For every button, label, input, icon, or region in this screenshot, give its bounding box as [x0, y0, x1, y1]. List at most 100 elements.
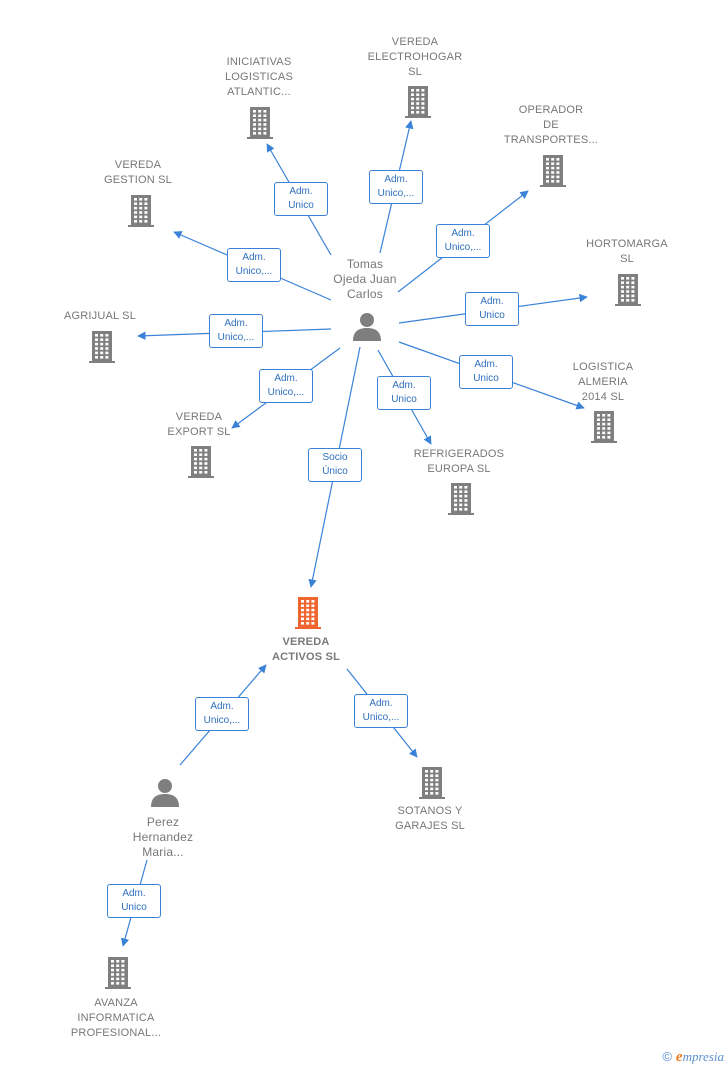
- edge-label-tomas-to-iniciativas[interactable]: Adm. Unico: [274, 182, 328, 216]
- node-perez[interactable]: [147, 775, 183, 811]
- node-label-line: ELECTROHOGAR: [367, 51, 463, 63]
- node-label-export[interactable]: VEREDA EXPORT SL: [124, 410, 274, 440]
- node-label-line: OPERADOR: [518, 104, 584, 116]
- edge-label-perez-to-avanza[interactable]: Adm.Unico: [107, 884, 161, 918]
- edge-label-vereda-activos-to-sotanos[interactable]: Adm.Unico,...: [354, 694, 408, 728]
- edge-label-tomas-to-refrigerados[interactable]: Adm.Unico: [377, 376, 431, 410]
- node-label-line: VEREDA: [175, 411, 223, 423]
- brand-initial: e: [675, 1049, 683, 1065]
- node-label-agrijual[interactable]: AGRIJUAL SL: [25, 309, 175, 324]
- edge-label-line: Unico: [473, 373, 499, 384]
- edge-label-line: Unico,...: [203, 715, 241, 726]
- edge-label-tomas-to-logistica[interactable]: Adm. Unico: [459, 355, 513, 389]
- edge-label-line: Unico: [288, 200, 314, 211]
- node-label-line: GARAJES SL: [395, 820, 465, 832]
- edge-label-line: Unico,...: [362, 712, 400, 723]
- node-label-refrigerados[interactable]: REFRIGERADOS EUROPA SL: [384, 447, 534, 477]
- person-icon: [353, 313, 381, 341]
- edge-label-tomas-to-gestion[interactable]: Adm.Unico,...: [227, 248, 281, 282]
- edge-label-line: Adm.: [224, 318, 248, 329]
- person-icon: [151, 779, 179, 807]
- edge-label-line: Único: [322, 466, 348, 477]
- empresia-watermark: ©empresia: [662, 1049, 724, 1066]
- edge-label-line: Adm.: [289, 186, 313, 197]
- node-iniciativas[interactable]: [242, 104, 278, 140]
- node-electrohogar[interactable]: [400, 83, 436, 119]
- node-label-line: EXPORT SL: [167, 426, 231, 438]
- node-hortomarga[interactable]: [610, 271, 646, 307]
- node-operador[interactable]: [535, 152, 571, 188]
- edge-label-perez-to-vereda-activos[interactable]: Adm.Unico,...: [195, 697, 249, 731]
- edge-label-tomas-to-hortomarga[interactable]: Adm. Unico: [465, 292, 519, 326]
- node-label-line: SOTANOS Y: [397, 805, 463, 817]
- building-icon: [448, 483, 474, 515]
- node-label-line: REFRIGERADOS: [413, 448, 505, 460]
- node-gestion[interactable]: [123, 192, 159, 228]
- node-label-line: Perez: [146, 815, 180, 829]
- node-label-line: 2014 SL: [581, 391, 625, 403]
- edge-label-line: Adm.: [274, 373, 298, 384]
- edge-label-line: Adm.: [474, 359, 498, 370]
- edge-label-line: Adm.: [384, 174, 408, 185]
- node-label-line: LOGISTICA: [572, 361, 634, 373]
- node-label-line: EUROPA SL: [427, 463, 491, 475]
- node-label-line: GESTION SL: [103, 174, 173, 186]
- node-logistica[interactable]: [586, 408, 622, 444]
- node-tomas[interactable]: [349, 309, 385, 345]
- building-icon: [405, 86, 431, 118]
- copyright-symbol: ©: [662, 1049, 672, 1064]
- edge-label-line: Adm.: [480, 296, 504, 307]
- node-label-logistica[interactable]: LOGISTICA ALMERIA 2014 SL: [528, 360, 678, 405]
- building-icon: [89, 331, 115, 363]
- edge-label-tomas-to-operador[interactable]: Adm. Unico,...: [436, 224, 490, 258]
- building-icon: [188, 446, 214, 478]
- edge-label-tomas-to-agrijual[interactable]: Adm. Unico,...: [209, 314, 263, 348]
- edge-label-tomas-to-export[interactable]: Adm.Unico,...: [259, 369, 313, 403]
- edge-label-line: Unico,...: [377, 188, 415, 199]
- node-avanza[interactable]: [100, 954, 136, 990]
- node-label-line: ACTIVOS SL: [271, 651, 340, 663]
- building-icon: [591, 411, 617, 443]
- node-refrigerados[interactable]: [443, 480, 479, 516]
- node-label-line: Maria...: [142, 845, 184, 859]
- building-icon: [295, 597, 321, 629]
- edge-label-line: Socio: [322, 452, 348, 463]
- node-label-line: LOGISTICAS: [224, 71, 294, 83]
- node-label-line: ALMERIA: [578, 376, 628, 388]
- building-icon: [615, 274, 641, 306]
- node-label-line: SL: [620, 253, 634, 265]
- edge-label-line: Adm.: [451, 228, 475, 239]
- node-agrijual[interactable]: [84, 328, 120, 364]
- node-sotanos[interactable]: [414, 764, 450, 800]
- node-label-line: VEREDA: [282, 636, 330, 648]
- brand-name: mpresia: [682, 1049, 724, 1064]
- edge-label-tomas-to-electrohogar[interactable]: Adm. Unico,...: [369, 170, 423, 204]
- node-label-sotanos[interactable]: SOTANOS Y GARAJES SL: [355, 804, 505, 834]
- node-label-line: INFORMATICA: [77, 1012, 155, 1024]
- building-icon: [247, 107, 273, 139]
- node-vereda-activos[interactable]: [290, 594, 326, 630]
- building-icon: [419, 767, 445, 799]
- node-label-line: VEREDA: [114, 159, 162, 171]
- node-label-line: Tomas: [346, 257, 384, 271]
- node-label-vereda-activos[interactable]: VEREDA ACTIVOS SL: [231, 635, 381, 665]
- edge-label-line: Unico: [479, 310, 505, 321]
- node-label-hortomarga[interactable]: HORTOMARGA SL: [552, 237, 702, 267]
- building-icon: [540, 155, 566, 187]
- edge-label-line: Unico,...: [217, 332, 255, 343]
- node-label-line: Ojeda Juan: [333, 272, 397, 286]
- edge-label-line: Adm.: [122, 888, 146, 899]
- node-export[interactable]: [183, 443, 219, 479]
- node-label-line: HORTOMARGA: [586, 238, 668, 250]
- edge-label-line: Unico,...: [235, 266, 273, 277]
- node-label-gestion[interactable]: VEREDA GESTION SL: [63, 158, 213, 188]
- building-icon: [128, 195, 154, 227]
- edge-label-line: Unico,...: [444, 242, 482, 253]
